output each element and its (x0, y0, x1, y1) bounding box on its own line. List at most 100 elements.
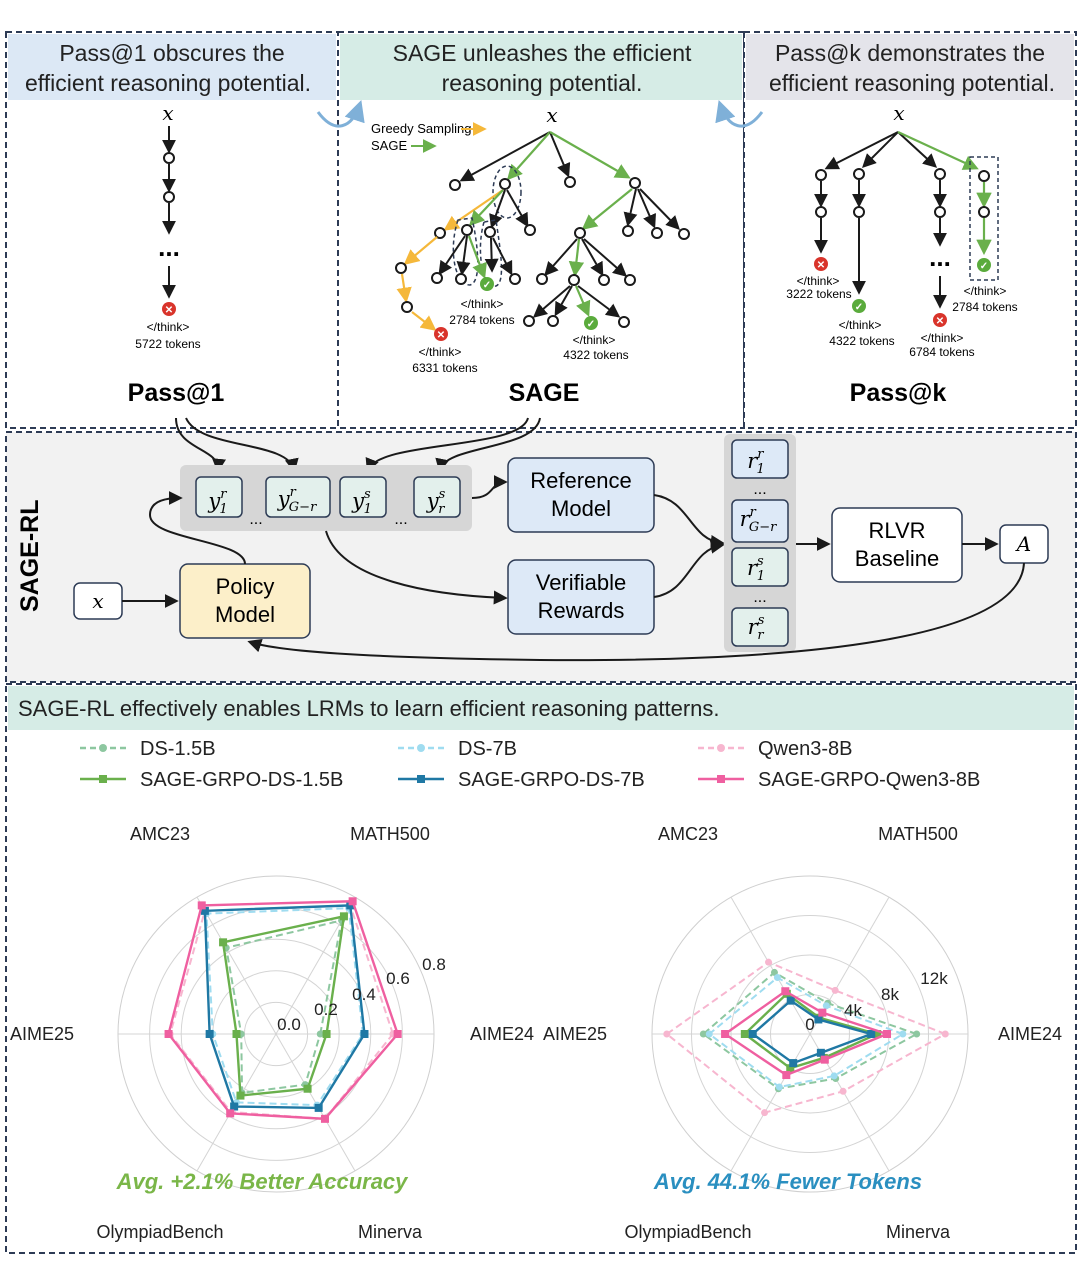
pass1-header-line2: efficient reasoning potential. (25, 70, 311, 96)
radar-point (818, 1008, 827, 1017)
radar-tick-label: 0.0 (277, 1015, 301, 1034)
results-banner-bg (8, 686, 1074, 730)
legend-marker (717, 775, 725, 783)
sage-rl-side-label: SAGE-RL (16, 500, 44, 613)
radar-point (348, 897, 357, 906)
radar-series (748, 996, 876, 1068)
passk-think-c: </think> (921, 331, 964, 345)
radar-tick-label: 0.4 (352, 985, 376, 1004)
input-x: x (92, 589, 103, 613)
reward-box (731, 439, 789, 479)
sage-think-b: </think> (461, 297, 504, 311)
radar-point (839, 1087, 847, 1095)
legend-marker (717, 744, 725, 752)
radar-axis-label: Minerva (886, 1222, 951, 1242)
legend-label: SAGE-GRPO-DS-1.5B (140, 769, 343, 791)
radar-point (320, 1114, 329, 1123)
svg-text:✕: ✕ (817, 260, 825, 271)
radar-tick-label: 12k (920, 969, 948, 988)
radar-point (831, 986, 839, 994)
svg-text:✕: ✕ (936, 316, 944, 327)
check-mark-icon (852, 299, 866, 313)
radar-spoke (730, 896, 811, 1035)
legend-label: Qwen3-8B (758, 738, 853, 760)
radar-spoke (730, 1033, 811, 1172)
sage-header-line1: SAGE unleashes the efficient (393, 40, 692, 66)
radar-point (773, 974, 781, 982)
top-panels: Pass@1 obscures the efficient reasoning … (5, 31, 1077, 429)
radar-axis-label: Minerva (358, 1222, 423, 1242)
sage-header-line2: reasoning potential. (442, 70, 643, 96)
radar-axis-label: AIME24 (998, 1024, 1062, 1044)
radar-tick-label: 4k (844, 1001, 862, 1020)
reference-line1: Reference (530, 468, 632, 493)
radar-spoke (196, 896, 277, 1035)
svg-text:✓: ✓ (587, 319, 595, 330)
passk-tokens-b: 4322 tokens (829, 334, 894, 348)
legend-item: SAGE-GRPO-DS-7B (398, 769, 645, 791)
sage-think-c: </think> (573, 333, 616, 347)
rlvr-line1: RLVR (868, 518, 925, 543)
verifiable-line1: Verifiable (536, 570, 627, 595)
radar-tick-label: 0 (805, 1015, 814, 1034)
reward-box (731, 547, 789, 587)
reward-dots-a: ... (753, 481, 766, 498)
passk-header-bg (746, 34, 1074, 100)
radar-point (913, 1030, 921, 1038)
passk-think-d: </think> (964, 284, 1007, 298)
radar-axis-label: OlympiadBench (624, 1222, 751, 1242)
radar-point (789, 1059, 798, 1068)
radar-point (303, 1084, 312, 1093)
passk-header-line2: efficient reasoning potential. (769, 70, 1055, 96)
svg-text:✓: ✓ (980, 261, 988, 272)
radar-axis-label: OlympiadBench (96, 1222, 223, 1242)
reward-box (731, 499, 789, 543)
radar-series (164, 897, 402, 1123)
radar-point (782, 1071, 791, 1080)
legend-label: DS-1.5B (140, 738, 216, 760)
radar-axis-label: AMC23 (658, 824, 718, 844)
radar-point (941, 1030, 949, 1038)
reward-dots-b: ... (753, 589, 766, 606)
passk-title: Pass@k (850, 379, 947, 407)
radar-axis-label: AIME25 (10, 1024, 74, 1044)
radar-axis-label: AMC23 (130, 824, 190, 844)
sage-tokens-a: 6331 tokens (412, 361, 477, 375)
radar-point (219, 938, 228, 947)
passk-think-a: </think> (797, 274, 840, 288)
pass1-tree: x ... ✕ </think> 5722 tokens (135, 101, 200, 351)
pass1-header-line1: Pass@1 obscures the (59, 40, 284, 66)
svg-text:✓: ✓ (855, 302, 863, 313)
legend-item: Qwen3-8B (698, 738, 853, 760)
radar-point (360, 1030, 369, 1038)
tokens-caption: Avg. 44.1% Fewer Tokens (653, 1169, 922, 1194)
radar-tick-label: 0.2 (314, 1000, 338, 1019)
svg-text:✕: ✕ (165, 305, 173, 316)
sage-root: x (546, 103, 557, 127)
radar-point (236, 1091, 245, 1100)
rewards-group (724, 434, 796, 652)
radar-tick-label: 0.8 (422, 955, 446, 974)
pass1-header-bg (8, 34, 336, 100)
passk-tokens-a: 3222 tokens (786, 287, 851, 301)
radar-point (393, 1030, 402, 1038)
legend-item: DS-1.5B (80, 738, 216, 760)
curved-arrow-right-icon (715, 100, 764, 128)
legend-sage: SAGE (371, 138, 407, 153)
response-box (413, 476, 461, 518)
sage-think-a: </think> (419, 345, 462, 359)
radar-point (873, 1030, 882, 1038)
pass1-title: Pass@1 (128, 379, 225, 407)
verifiable-line2: Rewards (538, 598, 625, 623)
radar-point (346, 901, 355, 910)
radar-point (748, 1030, 757, 1038)
legend-marker (99, 775, 107, 783)
passk-tokens-d: 2784 tokens (952, 300, 1017, 314)
pass1-tokens: 5722 tokens (135, 337, 200, 351)
response-box (265, 476, 331, 518)
radar-point (314, 1103, 323, 1112)
